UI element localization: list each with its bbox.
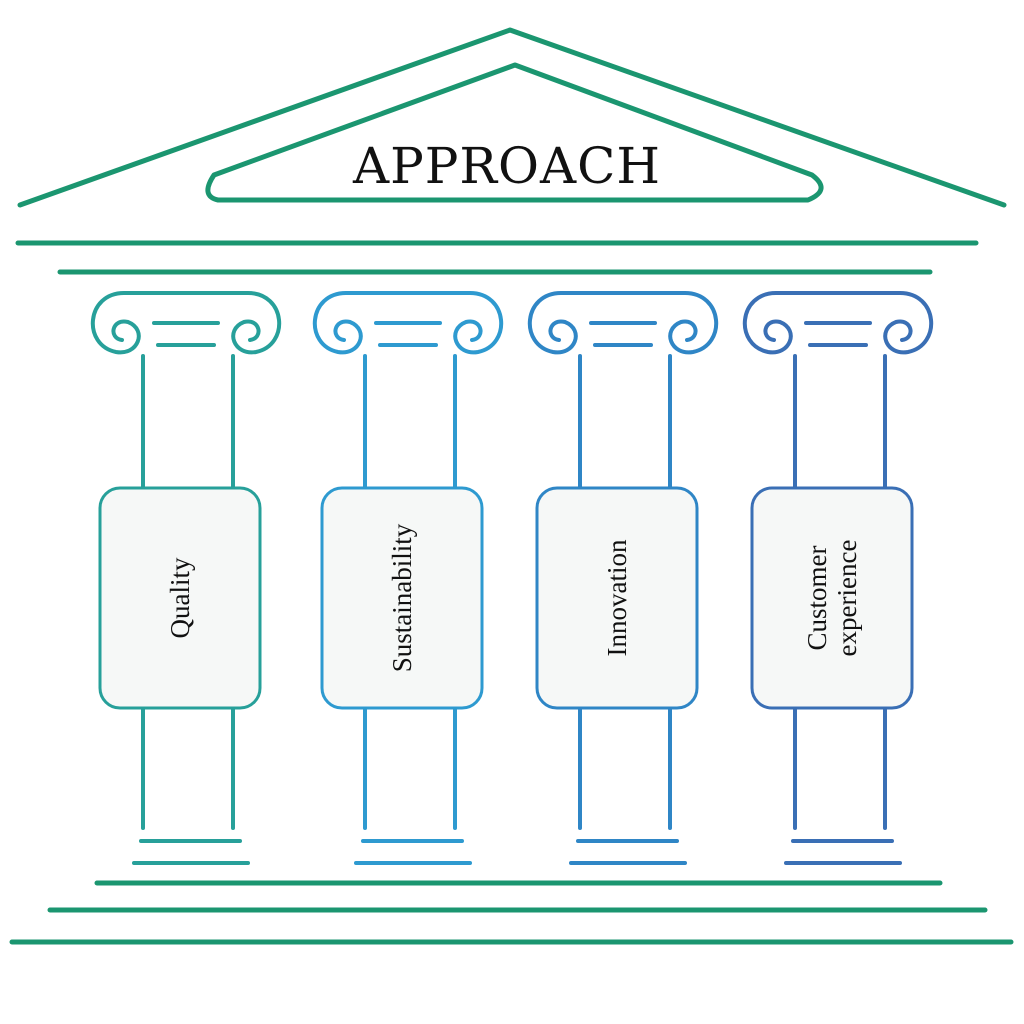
pillar-3: Innovation	[528, 291, 718, 865]
pillar-label-panel	[320, 486, 484, 710]
pillar-4: Customerexperience	[743, 291, 933, 865]
pillar-capital	[91, 291, 281, 355]
pillar-label-panel	[750, 486, 914, 710]
roof: APPROACH	[17, 27, 1007, 208]
pillar-shaft	[363, 354, 457, 830]
roof-outer-outline	[17, 27, 1007, 208]
pillar-base	[784, 839, 902, 865]
pillar-base	[132, 839, 250, 865]
pillars: Quality Sustainability Innovation Customere…	[91, 291, 933, 865]
pillar-capital	[528, 291, 718, 355]
diagram-title: APPROACH	[352, 137, 661, 195]
pillar-label-panel	[535, 486, 699, 710]
pillar-base	[354, 839, 472, 865]
pillar-label-line: Innovation	[602, 539, 632, 656]
capital-scroll	[313, 291, 503, 355]
pillar-label: Customerexperience	[802, 540, 862, 657]
pillar-capital	[743, 291, 933, 355]
roof-pediment	[205, 62, 824, 203]
pillar-capital	[313, 291, 503, 355]
pillar-label: Sustainability	[387, 523, 417, 672]
capital-scroll	[528, 291, 718, 355]
pillar-label-panel	[98, 486, 262, 710]
pillar-shaft	[141, 354, 235, 830]
pillar-2: Sustainability	[313, 291, 503, 865]
pillar-label-line: Customer	[802, 545, 832, 650]
base-steps	[9, 880, 1014, 945]
pillar-label-line: experience	[832, 540, 862, 657]
pillar-label-line: Quality	[165, 557, 195, 638]
pillar-label: Quality	[165, 557, 195, 638]
pillar-label-line: Sustainability	[387, 523, 417, 672]
pillar-shaft	[578, 354, 672, 830]
pillar-shaft	[793, 354, 887, 830]
capital-scroll	[91, 291, 281, 355]
pillar-base	[569, 839, 687, 865]
pillar-label: Innovation	[602, 539, 632, 656]
capital-scroll	[743, 291, 933, 355]
pillar-1: Quality	[91, 291, 281, 865]
entablature	[15, 240, 979, 275]
